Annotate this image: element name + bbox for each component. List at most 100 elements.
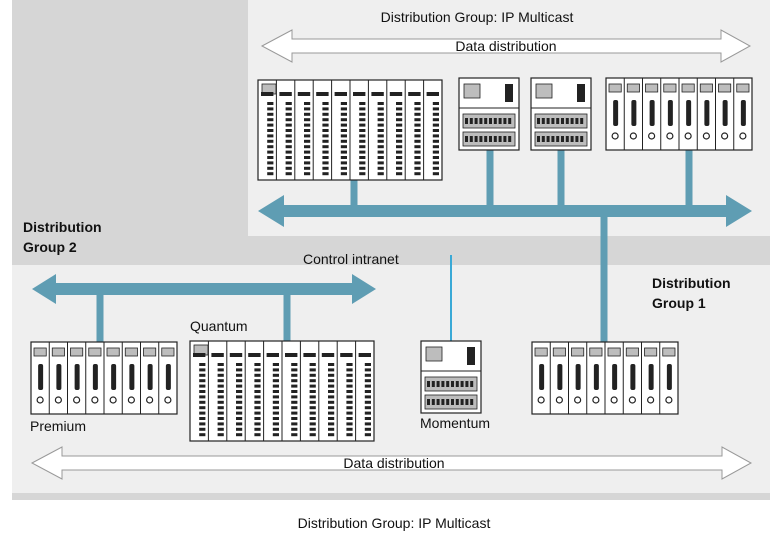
module-display [626, 83, 640, 93]
slot-led-bar [321, 353, 335, 357]
module-display [736, 83, 750, 93]
slot-led-bar [426, 92, 439, 96]
slot-terminal [364, 384, 371, 388]
slot-terminal [322, 129, 329, 132]
slot-led-bar [334, 92, 347, 96]
slot-terminal [377, 134, 384, 138]
slot-terminal [304, 145, 311, 149]
module-display [681, 83, 695, 93]
slot-terminal [217, 373, 224, 377]
slot-led-bar [229, 353, 243, 357]
slot-terminal [364, 368, 371, 372]
slot-terminal [396, 150, 403, 154]
slot-terminal [377, 102, 384, 105]
module-connector [613, 100, 619, 126]
slot-terminal [340, 107, 347, 111]
module-connector [74, 364, 80, 390]
slot-terminal [309, 400, 316, 404]
terminal-pin [546, 118, 550, 124]
module-display [699, 83, 713, 93]
slot-terminal [414, 166, 421, 170]
slot-terminal [199, 379, 206, 383]
module-display [51, 347, 65, 357]
slot-terminal [254, 363, 261, 366]
group-multicast-title: Distribution Group: IP Multicast [381, 9, 574, 25]
slot-terminal [340, 123, 347, 127]
data-distribution-arrow-bottom [30, 446, 753, 480]
slot-led-bar [316, 92, 329, 96]
slot-terminal [304, 102, 311, 105]
module-connector [649, 100, 655, 126]
slot-led-bar [285, 353, 298, 357]
slot-terminal [285, 150, 292, 154]
slot-terminal [377, 161, 384, 165]
slot-terminal [414, 156, 421, 159]
module-connector [129, 364, 135, 390]
slot-terminal [414, 150, 421, 154]
terminal-pin [561, 136, 564, 142]
slot-terminal [309, 390, 316, 393]
slot-terminal [217, 390, 224, 393]
slot-led-bar [248, 353, 261, 357]
slot-terminal [432, 112, 439, 116]
slot-terminal [199, 417, 206, 420]
module-port [702, 132, 710, 140]
slot-terminal [272, 427, 279, 431]
slot-terminal [328, 395, 335, 399]
slot-terminal [254, 390, 261, 393]
slot-terminal [364, 379, 371, 383]
slot-terminal [254, 395, 261, 399]
slot-terminal [432, 134, 439, 138]
terminal-pin [541, 118, 545, 124]
slot-terminal [309, 363, 316, 366]
slot-terminal [217, 368, 224, 372]
slot-terminal [346, 368, 353, 372]
terminal-pin [427, 399, 430, 405]
group2-label-line1: Distribution [23, 219, 102, 235]
momentum-module-top-2 [530, 77, 592, 151]
slot-terminal [267, 118, 274, 122]
slot-terminal [328, 411, 335, 415]
slot-terminal [414, 161, 421, 165]
module-connector [165, 364, 171, 390]
terminal-pin [580, 118, 584, 124]
slot-terminal [309, 427, 316, 431]
slot-terminal [285, 123, 292, 127]
module-display [143, 347, 157, 357]
slot-terminal [254, 422, 261, 426]
slot-terminal [322, 134, 329, 138]
slot-led-bar [193, 353, 206, 357]
module-display [124, 347, 138, 357]
slot-terminal [364, 400, 371, 404]
terminal-pin [431, 381, 435, 387]
control-intranet-label: Control intranet [303, 251, 399, 267]
slot-terminal [346, 390, 353, 393]
module-port [647, 396, 655, 404]
terminal-pin [436, 381, 440, 387]
terminal-pin [460, 399, 464, 405]
slot-terminal [359, 156, 366, 159]
slot-terminal [309, 368, 316, 372]
slot-terminal [236, 363, 243, 366]
slot-terminal [272, 384, 279, 388]
slot-terminal [359, 129, 366, 132]
module-connector [593, 364, 599, 390]
slot-terminal [346, 427, 353, 431]
slot-terminal [291, 406, 298, 410]
group1-bus-arrow [258, 195, 752, 227]
slot-terminal [267, 107, 274, 111]
slot-terminal [254, 379, 261, 383]
slot-terminal [236, 433, 243, 437]
slot-terminal [328, 373, 335, 377]
module-led-panel [577, 84, 585, 102]
slot-terminal [432, 166, 439, 170]
terminal-pin [460, 381, 464, 387]
slot-terminal [267, 134, 274, 138]
module-display [625, 347, 639, 357]
slot-terminal [396, 156, 403, 159]
slot-terminal [322, 102, 329, 105]
slot-led-bar [353, 92, 366, 96]
slot-led-bar [297, 92, 311, 96]
terminal-pin [503, 136, 507, 142]
